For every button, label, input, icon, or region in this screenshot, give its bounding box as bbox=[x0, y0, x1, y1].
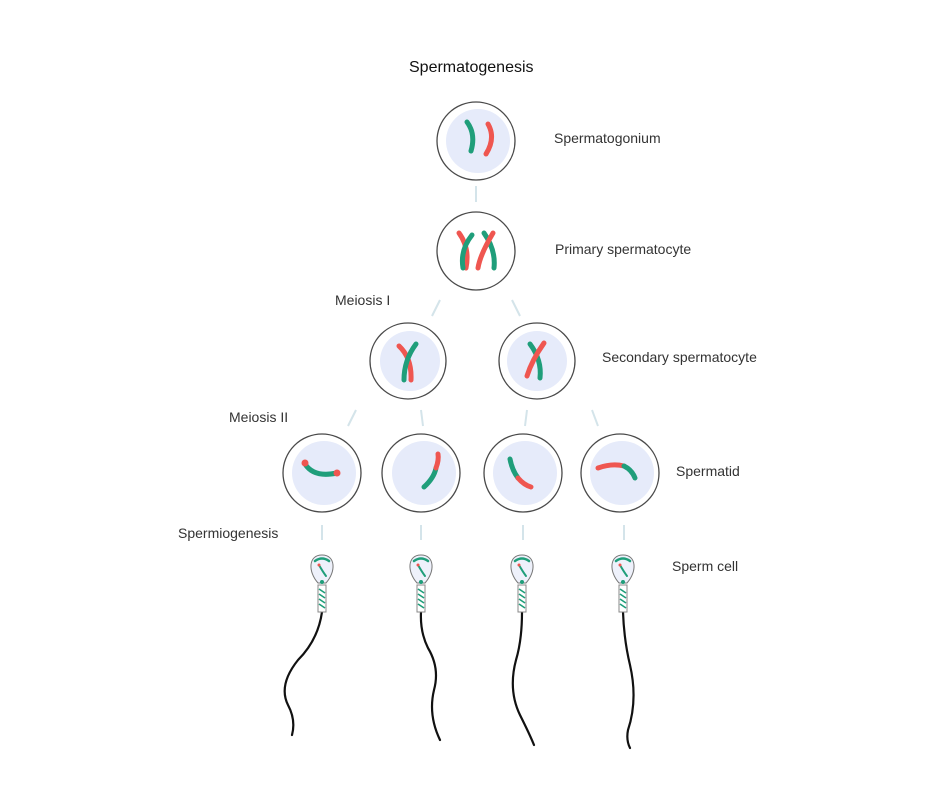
sperm-cell-4 bbox=[611, 554, 635, 750]
diagram-title: Spermatogenesis bbox=[409, 59, 534, 76]
label-sperm-cell: Sperm cell bbox=[672, 558, 738, 574]
label-primary-spermatocyte: Primary spermatocyte bbox=[555, 241, 691, 257]
label-spermiogenesis: Spermiogenesis bbox=[178, 525, 278, 541]
sperm-tail bbox=[621, 610, 635, 750]
sperm-tail bbox=[419, 610, 442, 742]
label-meiosis-2: Meiosis II bbox=[229, 409, 288, 425]
sperm-midpiece bbox=[317, 584, 327, 613]
sperm-midpiece bbox=[618, 584, 628, 613]
cell-spermatogonium bbox=[436, 101, 516, 181]
cell-spermatid-4 bbox=[580, 433, 660, 513]
cell-spermatid-2 bbox=[381, 433, 461, 513]
cell-spermatid-3 bbox=[483, 433, 563, 513]
label-spermatid: Spermatid bbox=[676, 463, 740, 479]
cell-primary-spermatocyte bbox=[436, 211, 516, 291]
cell-spermatid-1 bbox=[282, 433, 362, 513]
label-spermatogonium: Spermatogonium bbox=[554, 130, 661, 146]
sperm-tail bbox=[511, 610, 536, 747]
sperm-midpiece bbox=[517, 584, 527, 613]
sperm-cell-1 bbox=[283, 554, 334, 737]
sperm-cell-2 bbox=[409, 554, 442, 742]
connector-arrows bbox=[321, 186, 625, 540]
sperm-midpiece bbox=[416, 584, 426, 613]
label-meiosis-1: Meiosis I bbox=[335, 292, 390, 308]
sperm-cell-3 bbox=[510, 554, 536, 747]
cell-secondary-spermatocyte-right bbox=[498, 322, 576, 400]
label-secondary-spermatocyte: Secondary spermatocyte bbox=[602, 349, 757, 365]
sperm-tail bbox=[283, 610, 324, 737]
cell-secondary-spermatocyte-left bbox=[369, 322, 447, 400]
